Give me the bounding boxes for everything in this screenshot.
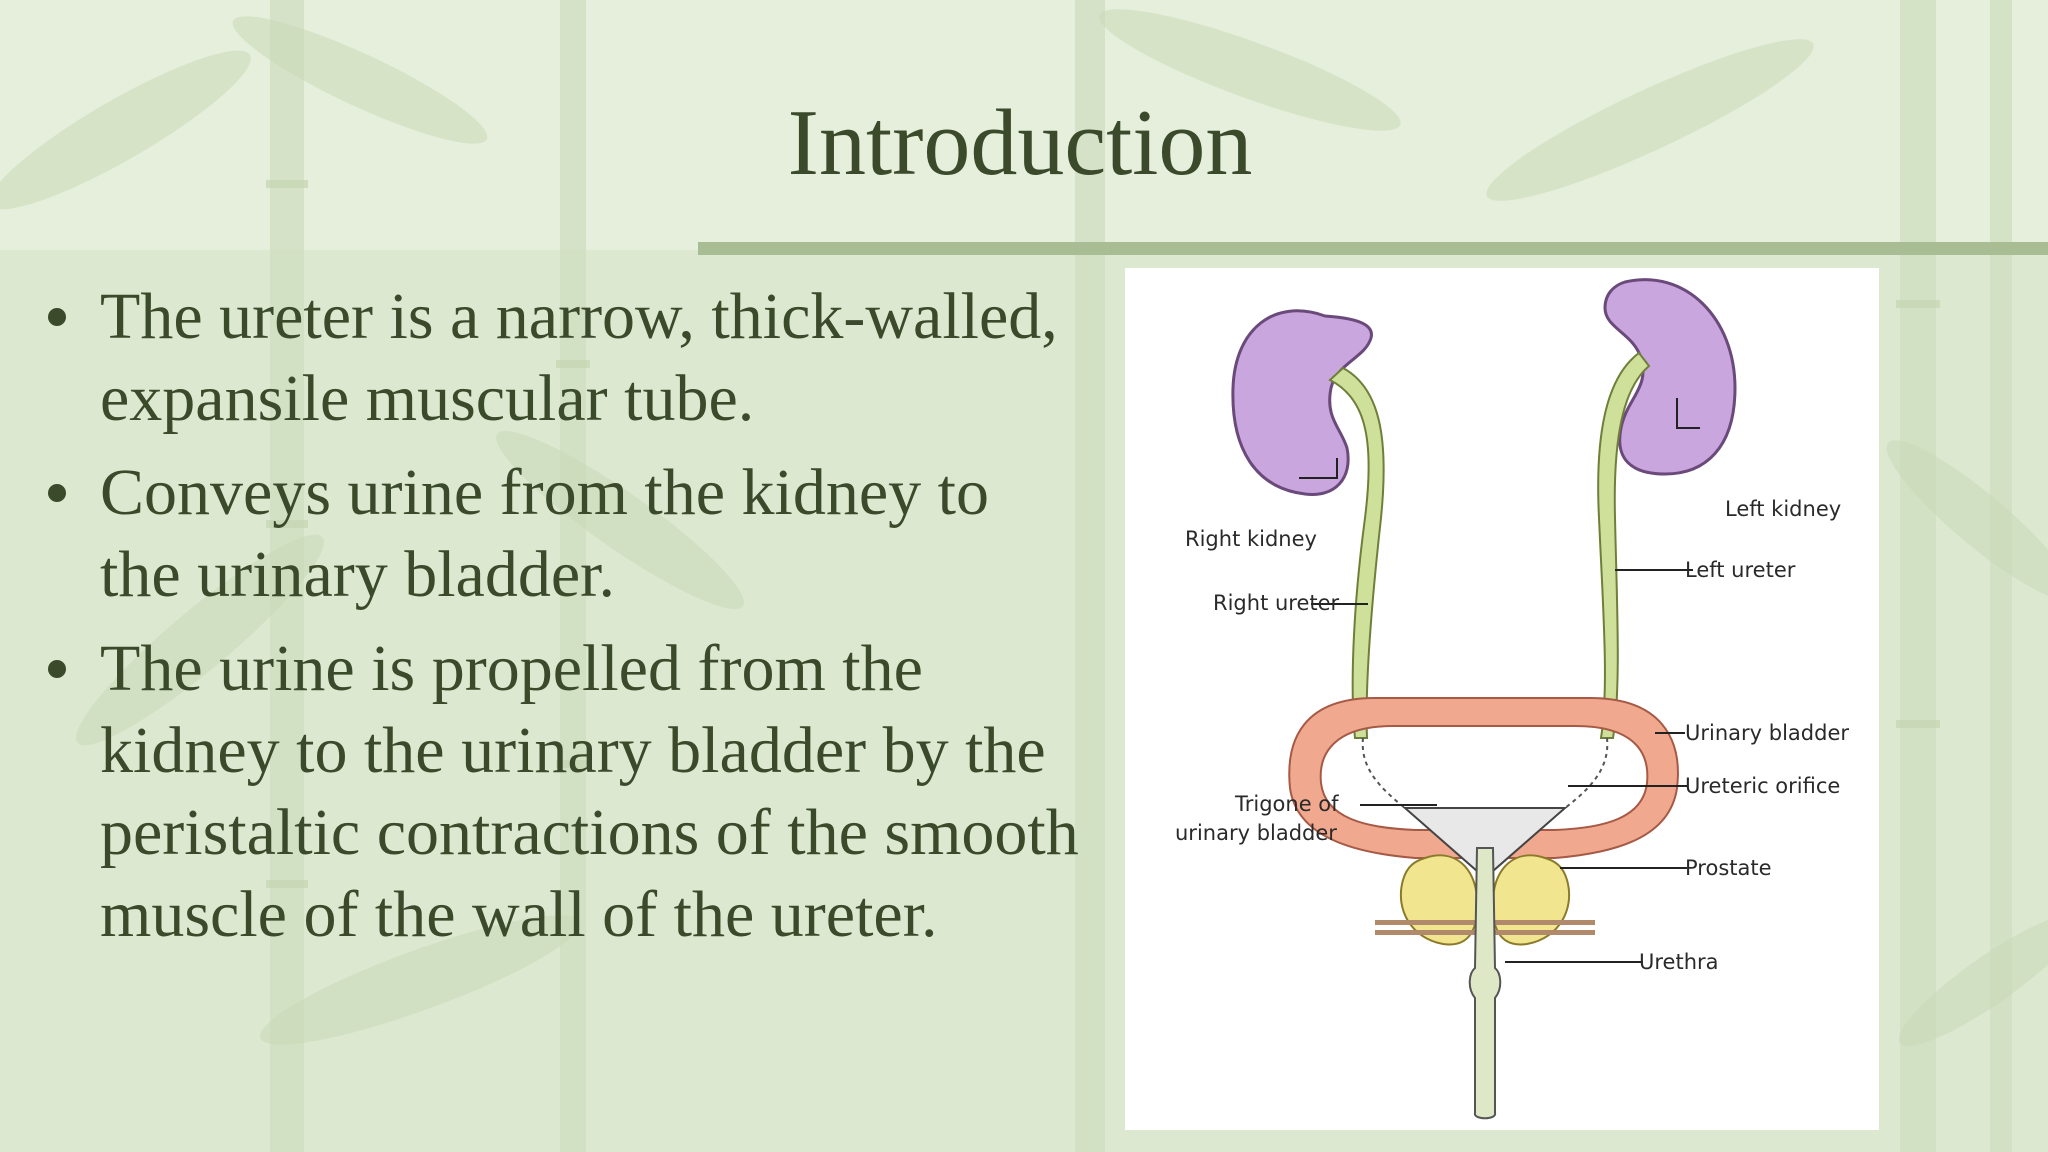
label-right-ureter: Right ureter xyxy=(1213,591,1340,615)
trigone-shape xyxy=(1402,807,1568,880)
left-kidney-shape xyxy=(1603,278,1737,476)
right-ureter-shape xyxy=(1328,366,1385,739)
label-right-kidney: Right kidney xyxy=(1185,527,1317,551)
bullet-dot-icon xyxy=(48,484,66,502)
bullet-text: The ureter is a narrow, thick-walled, ex… xyxy=(100,280,1058,435)
bullet-dot-icon xyxy=(48,660,66,678)
diagram-svg: Right kidney Right ureter Trigone of uri… xyxy=(1175,278,1849,1120)
label-left-ureter: Left ureter xyxy=(1685,558,1796,582)
label-ureteric-orifice: Ureteric orifice xyxy=(1685,774,1840,798)
bullet-item: Conveys urine from the kidney to the uri… xyxy=(46,452,1086,616)
bullet-list: The ureter is a narrow, thick-walled, ex… xyxy=(46,276,1086,968)
label-urethra: Urethra xyxy=(1639,950,1719,974)
bullet-dot-icon xyxy=(48,308,66,326)
urinary-system-diagram: Right kidney Right ureter Trigone of uri… xyxy=(1125,268,1879,1130)
bullet-item: The ureter is a narrow, thick-walled, ex… xyxy=(46,276,1086,440)
slide-title: Introduction xyxy=(787,91,1253,195)
title-underline xyxy=(698,242,2048,255)
right-intramural-ureter xyxy=(1361,737,1406,809)
urethra-shape xyxy=(1468,847,1502,1120)
bullet-item: The urine is propelled from the kidney t… xyxy=(46,628,1086,956)
label-trigone-line1: Trigone of xyxy=(1234,792,1339,816)
label-trigone-line2: urinary bladder xyxy=(1175,821,1337,845)
right-kidney-shape xyxy=(1231,309,1373,496)
label-prostate: Prostate xyxy=(1685,856,1772,880)
bullet-text: Conveys urine from the kidney to the uri… xyxy=(100,456,990,611)
bullet-text: The urine is propelled from the kidney t… xyxy=(100,632,1079,951)
left-intramural-ureter xyxy=(1564,737,1609,809)
label-urinary-bladder: Urinary bladder xyxy=(1685,721,1849,745)
label-left-kidney: Left kidney xyxy=(1725,497,1841,521)
